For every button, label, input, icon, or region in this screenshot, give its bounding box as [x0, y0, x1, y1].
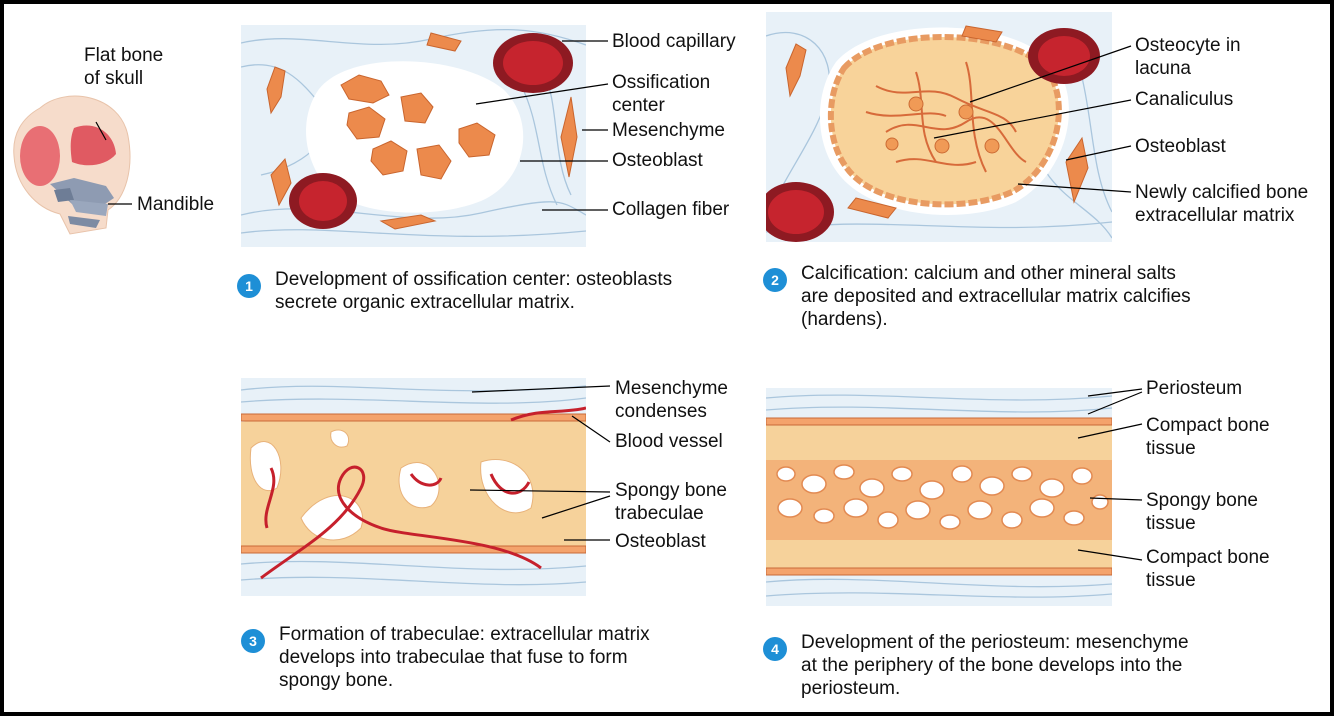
panel-2-label-osteocyte: Osteocyte in lacuna [1135, 35, 1241, 79]
panel-3-label-blood-vessel: Blood vessel [615, 431, 723, 452]
step-2-badge: 2 [763, 268, 787, 292]
panel-2-label-canaliculus: Canaliculus [1135, 89, 1234, 110]
panel-3-image [241, 378, 586, 596]
panel-4-image [766, 388, 1112, 606]
panel-2-label-calcified-matrix: Newly calcified bone extracellular matri… [1135, 182, 1309, 226]
panel-4-caption-text: Development of the periosteum: mesenchym… [801, 632, 1189, 699]
skull-label-flat-bone: Flat bone of skull [84, 45, 164, 89]
panel-3-caption-text: Formation of trabeculae: extracellular m… [279, 624, 650, 691]
panel-3-label-trabeculae: Spongy bone trabeculae [615, 480, 727, 524]
panel-2-caption-text: Calcification: calcium and other mineral… [801, 263, 1191, 330]
skull-illustration [10, 88, 134, 238]
panel-1-label-collagen-fiber: Collagen fiber [612, 199, 730, 220]
panel-4-label-compact-bone-bottom: Compact bone tissue [1146, 547, 1270, 591]
panel-1-label-mesenchyme: Mesenchyme [612, 120, 725, 141]
panel-1-label-osteoblast: Osteoblast [612, 150, 703, 171]
step-1-badge: 1 [237, 274, 261, 298]
panel-1-label-ossification-center: Ossification center [612, 72, 711, 116]
ossification-figure: Flat bone of skull Mandible Blood capill… [4, 4, 1330, 712]
panel-4-label-periosteum: Periosteum [1146, 378, 1243, 399]
panel-1-caption-text: Development of ossification center: oste… [275, 269, 673, 313]
panel-1-image [241, 25, 586, 247]
panel-4-label-compact-bone-top: Compact bone tissue [1146, 415, 1270, 459]
step-3-badge: 3 [241, 629, 265, 653]
step-4-badge: 4 [763, 637, 787, 661]
panel-2-label-osteoblast: Osteoblast [1135, 136, 1226, 157]
panel-3-label-osteoblast: Osteoblast [615, 531, 706, 552]
skull-label-mandible: Mandible [137, 194, 215, 215]
panel-3-label-mesenchyme-condenses: Mesenchyme condenses [615, 378, 728, 422]
panel-2-image [766, 12, 1112, 242]
panel-4-label-spongy-bone: Spongy bone tissue [1146, 490, 1258, 534]
panel-1-label-blood-capillary: Blood capillary [612, 31, 736, 52]
